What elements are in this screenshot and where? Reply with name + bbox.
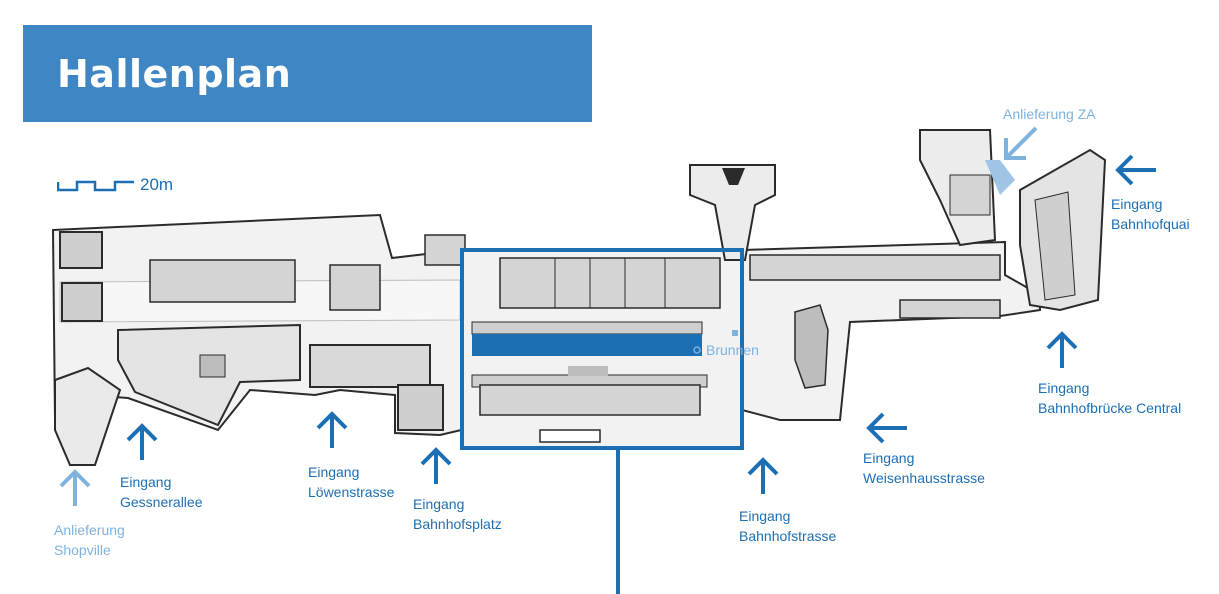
entrance-bahnhofbruecke: Eingang Bahnhofbrücke Central [1038, 380, 1182, 416]
blue-track-bar [472, 334, 702, 356]
entrance-bahnhofsplatz: Eingang Bahnhofsplatz [413, 496, 502, 532]
entrance-bahnhofstrasse: Eingang Bahnhofstrasse [739, 508, 837, 544]
concourse-central [462, 250, 742, 448]
page-title: Hallenplan [57, 51, 292, 96]
scale-ruler-icon [57, 180, 134, 192]
arrow-down-left-light-icon [1004, 126, 1038, 160]
title-banner: Hallenplan [23, 25, 592, 122]
arrow-up-icon [420, 447, 452, 484]
brunnen-label: Brunnen [706, 342, 759, 358]
arrow-up-icon [126, 423, 158, 460]
arrow-up-icon [316, 411, 348, 448]
fountain-icon [693, 346, 701, 354]
arrow-up-icon [747, 457, 779, 494]
arrow-up-light-icon [59, 469, 91, 506]
concourse-east [689, 129, 1107, 421]
delivery-za: Anlieferung ZA [1003, 106, 1096, 122]
arrow-left-icon [866, 412, 907, 444]
entrance-gessnerallee: Eingang Gessnerallee [120, 474, 203, 510]
delivery-shopville: Anlieferung Shopville [54, 522, 125, 558]
highlight-frame [460, 248, 744, 450]
arrow-left-icon [1115, 154, 1156, 186]
entrance-loewenstrasse: Eingang Löwenstrasse [308, 464, 395, 500]
entrance-weisenhausstrasse: Eingang Weisenhausstrasse [863, 450, 985, 486]
entrance-bahnhofquai: Eingang Bahnhofquai [1111, 196, 1190, 232]
scale-bar: 20m [57, 175, 173, 195]
arrow-up-icon [1046, 331, 1078, 368]
concourse-west [51, 213, 471, 466]
scale-label: 20m [140, 175, 174, 194]
